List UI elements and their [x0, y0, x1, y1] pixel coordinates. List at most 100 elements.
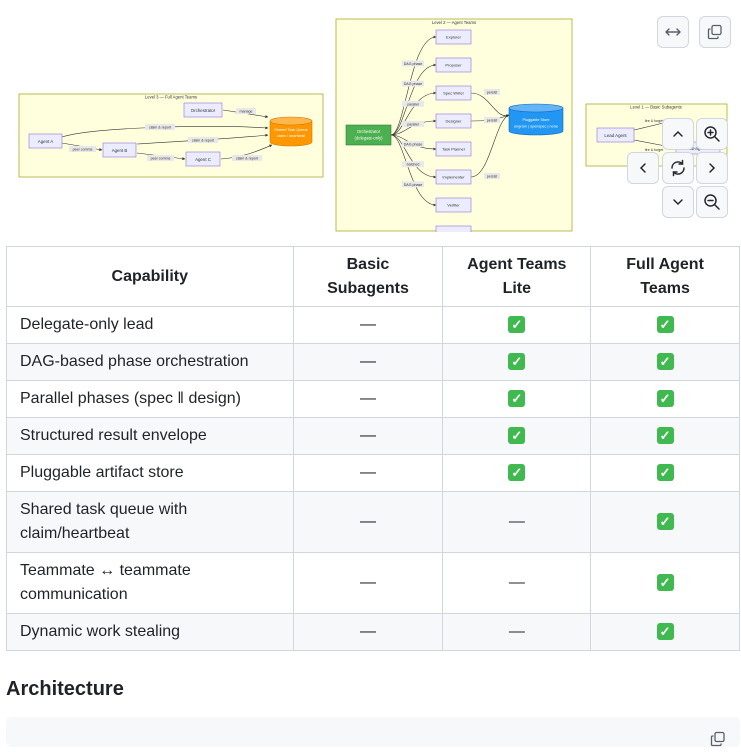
support-cell-basic: —: [292, 454, 444, 492]
pan-left-button[interactable]: [627, 152, 659, 184]
edge-manage-label: manage: [240, 110, 253, 114]
support-cell-lite: —: [442, 613, 592, 651]
edge-basic-top-label: fire & forget: [645, 119, 664, 123]
pan-down-button[interactable]: [662, 186, 694, 218]
expand-button[interactable]: [657, 16, 689, 48]
zoom-in-button[interactable]: [696, 118, 728, 150]
table-row: Teammate ↔ teammate communication——✓: [6, 552, 740, 614]
lite-orchestrator-line1: Orchestrator: [357, 129, 381, 134]
diagram-agent-teams-lite: Level 2 — Agent Teams Orchestrator (dele…: [335, 18, 573, 232]
node-agent-c: [185, 151, 221, 167]
table-row: Shared task queue with claim/heartbeat——…: [6, 491, 740, 553]
table-row: DAG-based phase orchestration—✓✓: [6, 343, 740, 381]
persist-edge-label: persist: [487, 119, 498, 123]
edge-peer-comms-2-label: peer comms: [151, 157, 171, 161]
edge-basic-bottom-label: fire & forget: [645, 148, 664, 152]
capability-cell: Structured result envelope: [6, 417, 294, 455]
edge-claim-report-2-label: claim & report: [192, 139, 214, 143]
node-shared-task-queue: Shared Task Queue claim / heartbeat: [269, 116, 313, 147]
support-cell-basic: —: [292, 417, 444, 455]
chevron-down-icon: [673, 199, 683, 206]
table-row: Parallel phases (spec ‖ design)—✓✓: [6, 380, 740, 418]
node-pluggable-store: Pluggable Store engram | openspec | none: [508, 103, 564, 136]
diagram-basic-title: Level 1 — Basic Subagents: [630, 105, 681, 110]
zoom-out-button[interactable]: [696, 186, 728, 218]
phase-edge-label: DAG phase: [404, 62, 423, 66]
support-cell-basic: —: [292, 613, 444, 651]
node-phase: [435, 85, 472, 101]
node-agent-a-label: Agent A: [38, 139, 53, 144]
support-cell-lite: —: [442, 552, 592, 614]
queue-label-line1: Shared Task Queue: [274, 128, 308, 132]
code-copy-button[interactable]: [710, 731, 726, 752]
support-cell-lite: —: [442, 491, 592, 553]
phase-edge-label: parallel: [407, 102, 419, 106]
check-mark-icon: ✓: [656, 353, 674, 371]
header-full-agent-teams: Full Agent Teams: [590, 246, 740, 307]
header-basic-subagents: Basic Subagents: [292, 246, 444, 307]
phase-label: Implementer: [442, 175, 465, 180]
diagrams-canvas: Level 3 — Full Agent Teams Orchestrator …: [18, 18, 728, 232]
zoom-out-icon: [704, 194, 720, 210]
support-cell-basic: —: [292, 343, 444, 381]
node-orchestrator-label: Orchestrator: [191, 108, 216, 113]
capability-cell: Teammate ↔ teammate communication: [6, 552, 294, 614]
edge-claim-report-1-label: claim & report: [149, 126, 171, 130]
check-mark-icon: ✓: [508, 427, 526, 445]
check-mark-icon: ✓: [656, 574, 674, 592]
capability-cell: Delegate-only lead: [6, 306, 294, 344]
persist-edge-label: persist: [487, 175, 498, 179]
pan-up-button[interactable]: [662, 118, 694, 150]
table-row: Pluggable artifact store—✓✓: [6, 454, 740, 492]
chevron-up-icon: [673, 130, 683, 137]
edge-peer-comms-1-label: peer comms: [73, 148, 93, 152]
zoom-in-icon: [704, 126, 720, 142]
node-lead-agent: [596, 127, 635, 143]
capability-cell: Dynamic work stealing: [6, 613, 294, 651]
header-agent-teams-lite: Agent Teams Lite: [442, 246, 592, 307]
reset-icon: [671, 159, 685, 177]
phase-edge-label: DAG phase: [404, 82, 423, 86]
architecture-code-block: [6, 717, 740, 747]
support-cell-full: ✓: [590, 613, 740, 651]
chevron-left-icon: [639, 163, 646, 173]
phase-edge-label: DAG phase: [404, 143, 423, 147]
copy-button[interactable]: [699, 16, 731, 48]
support-cell-full: ✓: [590, 380, 740, 418]
check-mark-icon: ✓: [656, 427, 674, 445]
support-cell-basic: —: [292, 491, 444, 553]
node-agent-b-label: Agent B: [112, 148, 128, 153]
phase-edge-label: parallel: [407, 122, 419, 126]
table-header-row: Capability Basic Subagents Agent Teams L…: [6, 246, 740, 307]
support-cell-basic: —: [292, 306, 444, 344]
support-cell-lite: ✓: [442, 343, 592, 381]
pan-right-button[interactable]: [696, 152, 728, 184]
table-row: Structured result envelope— ✓ ✓: [6, 417, 740, 455]
support-cell-full: ✓: [590, 491, 740, 553]
diagram-full-title: Level 3 — Full Agent Teams: [145, 95, 197, 100]
check-mark-icon: ✓: [656, 390, 674, 408]
edge-claim-report-3-label: claim & report: [236, 157, 258, 161]
mermaid-diagram-viewer: Level 3 — Full Agent Teams Orchestrator …: [0, 0, 741, 232]
support-cell-full: ✓: [590, 417, 740, 455]
check-mark-icon: ✓: [656, 316, 674, 334]
support-cell-full: ✓: [590, 454, 740, 492]
table-body: Delegate-only lead—✓✓DAG-based phase orc…: [6, 306, 740, 651]
persist-edge-label: persist: [487, 91, 498, 95]
check-mark-icon: ✓: [656, 464, 674, 482]
node-agent-b: [102, 142, 137, 158]
queue-label-line2: claim / heartbeat: [277, 134, 306, 138]
lite-orchestrator-line2: (delegate-only): [355, 136, 384, 141]
node-lead-agent-label: Lead Agent: [604, 133, 627, 138]
reset-view-button[interactable]: [662, 152, 694, 184]
node-orchestrator: [183, 102, 223, 118]
phase-label: Verifier: [447, 203, 460, 208]
copy-icon: [707, 24, 722, 40]
capability-comparison-table: Capability Basic Subagents Agent Teams L…: [6, 246, 740, 651]
support-cell-basic: —: [292, 380, 444, 418]
arrows-horizontal-icon: [665, 28, 681, 36]
phase-label: Designer: [445, 119, 462, 124]
support-cell-basic: —: [292, 552, 444, 614]
check-mark-icon: ✓: [508, 390, 526, 408]
node-phase: [435, 29, 472, 45]
